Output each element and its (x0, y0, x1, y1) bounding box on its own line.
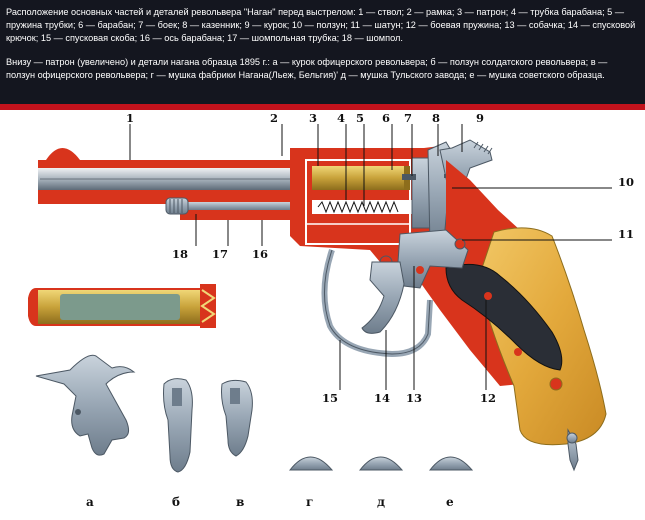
mainspring-pin (484, 292, 492, 300)
callout-6: 6 (382, 111, 390, 125)
detail-letter-e: е (446, 495, 454, 509)
detail-a-pivot (75, 409, 81, 415)
callout-leader-lines (129, 124, 612, 390)
detail-v-officer-slide (221, 379, 253, 457)
firing-pin (402, 174, 416, 180)
detail-b-soldier-slide (163, 378, 193, 473)
detail-letter-g: г (306, 495, 313, 509)
callout-3: 3 (309, 111, 317, 125)
grip-screw (549, 377, 563, 391)
breech (411, 157, 431, 229)
caption-red-stripe (0, 104, 645, 110)
callout-15: 15 (322, 391, 338, 405)
cylinder-tube-spring (317, 200, 399, 214)
callout-2: 2 (270, 111, 278, 125)
callout-1: 1 (126, 111, 134, 125)
detail-letter-a: а (86, 495, 94, 509)
callout-17: 17 (212, 247, 228, 261)
parts-legend-text: Расположение основных частей и деталей р… (6, 7, 636, 43)
callout-5: 5 (356, 111, 364, 125)
callout-10: 10 (618, 175, 634, 189)
trigger-guard-edge (323, 249, 431, 355)
callout-9: 9 (476, 111, 484, 125)
mainspring-stop (514, 348, 522, 356)
mainspring (445, 263, 563, 371)
detail-a-officer-hammer (35, 354, 136, 456)
ramrod (186, 202, 316, 210)
caption-panel: Расположение основных частей и деталей р… (0, 0, 645, 104)
detail-b-slot (172, 388, 182, 406)
callout-4: 4 (337, 111, 345, 125)
pawl-pivot (416, 266, 424, 274)
detail-e-soviet-front-sight (428, 456, 474, 471)
detail-letter-v: в (236, 495, 244, 509)
ramrod-knob (165, 197, 189, 215)
callout-11: 11 (618, 227, 634, 241)
callout-18: 18 (172, 247, 188, 261)
ramrod-knob-grip (169, 199, 183, 213)
cartridge-in-chamber (312, 166, 408, 190)
detail-v-slot (230, 388, 240, 404)
details-legend-text: Внизу — патрон (увеличено) и детали нага… (6, 57, 608, 80)
lanyard-base (566, 432, 578, 444)
hammer-spur-serrations (473, 141, 493, 155)
callout-8: 8 (432, 111, 440, 125)
callout-14: 14 (374, 391, 390, 405)
detail-g-nagant-front-sight (288, 456, 334, 471)
detail-letter-b: б (172, 495, 180, 509)
detail-letter-d: д (377, 495, 385, 509)
hammer-pivot (454, 238, 466, 250)
enlarged-cartridge (28, 284, 216, 328)
callout-13: 13 (406, 391, 422, 405)
front-sight (46, 148, 80, 160)
trigger (361, 261, 405, 334)
callout-16: 16 (252, 247, 268, 261)
callout-7: 7 (404, 111, 412, 125)
detail-d-tula-front-sight (358, 456, 404, 471)
callout-12: 12 (480, 391, 496, 405)
